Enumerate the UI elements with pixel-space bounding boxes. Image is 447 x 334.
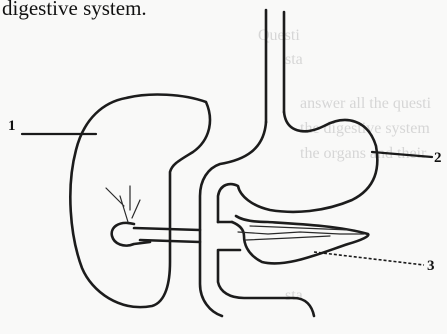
bleed-through-line-1: Questi [258,27,300,44]
bleed-through-line-5: the organs and their [300,145,427,162]
bleed-through-line-2: sta [285,51,303,68]
bleed-through-line-6: sta [285,287,303,304]
bile-duct-branches [106,186,140,222]
stomach-outline [200,112,377,316]
diagram-caption: digestive system. [2,0,147,20]
leader-line-3 [314,252,424,265]
label-1: 1 [8,118,16,134]
label-3: 3 [427,258,435,274]
gall-bladder-outline [112,223,150,246]
common-bile-duct [134,228,200,242]
bleed-through-line-3: answer all the questi [300,95,432,112]
label-2: 2 [434,150,442,166]
